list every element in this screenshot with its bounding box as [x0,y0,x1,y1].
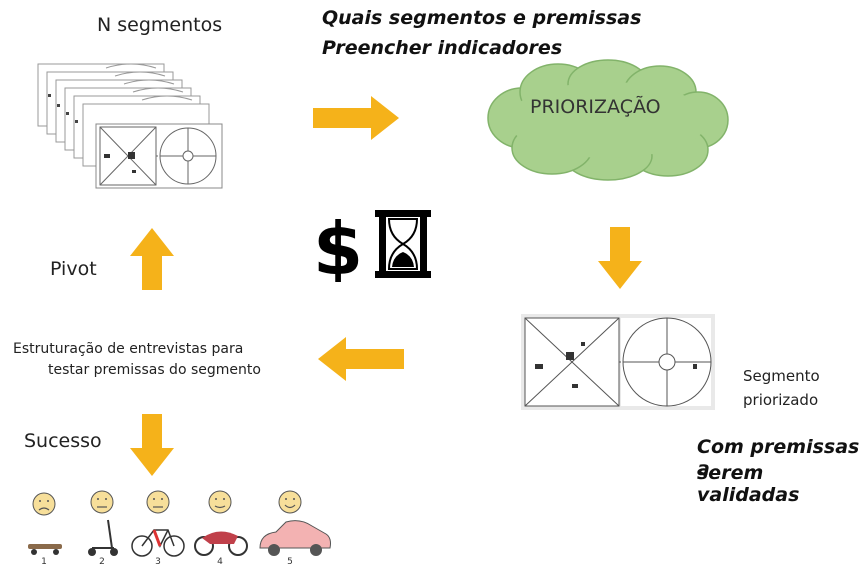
arrow-left [318,337,404,381]
interviews-line2: testar premissas do segmento [48,362,261,378]
svg-text:$: $ [313,210,363,282]
mvp-number-2: 2 [99,557,105,565]
arrow-down-right [598,227,642,289]
arrow-down-left [130,414,174,476]
mvp-progression-illustration: 1 2 3 4 5 [24,488,334,565]
pivot-label: Pivot [50,258,97,280]
success-label: Sucesso [24,430,102,452]
segment-line1: Segmento [743,367,820,385]
mvp-number-5: 5 [287,557,293,565]
top-right-line1: Quais segmentos e premissas [322,7,642,29]
prioritization-cloud: PRIORIZAÇÃO [478,58,734,182]
mvp-number-1: 1 [41,557,47,565]
hypotheses-line1: Com premissas a [697,436,860,480]
segment-line2: priorizado [743,391,819,409]
cloud-label: PRIORIZAÇÃO [530,96,661,118]
arrow-right-top [313,96,399,140]
mvp-number-3: 3 [155,557,161,565]
dollar-icon: $ [308,210,368,282]
top-right-line2: Preencher indicadores [322,37,563,59]
hypotheses-line2: serem validadas [697,462,800,506]
hourglass-icon [375,210,431,278]
mvp-number-4: 4 [217,557,223,565]
n-segments-label: N segmentos [97,14,223,36]
prioritized-segment-canvas [521,314,715,410]
arrow-up-left [130,228,174,290]
interviews-line1: Estruturação de entrevistas para [13,341,244,357]
segment-canvas-stack [36,62,226,190]
